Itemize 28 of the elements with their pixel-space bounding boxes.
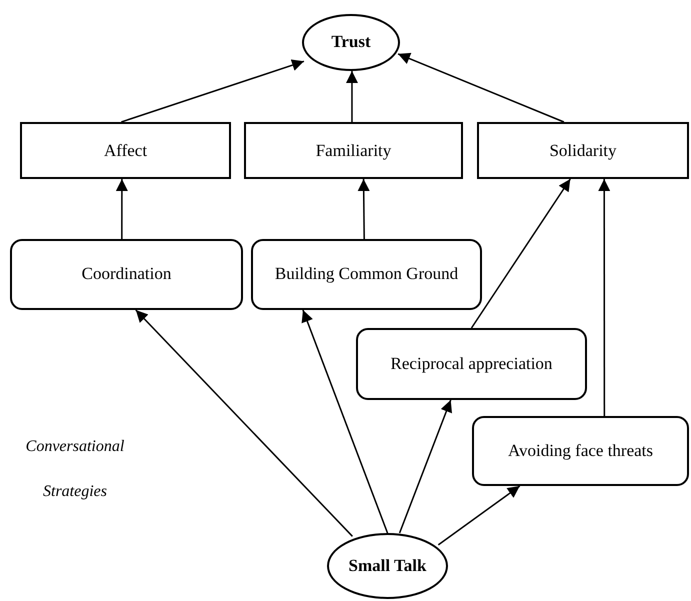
- arrow: [121, 59, 304, 123]
- arrow: [116, 179, 128, 239]
- arrow: [135, 309, 353, 537]
- node-label: Reciprocal appreciation: [390, 352, 552, 375]
- node-label: Affect: [104, 140, 148, 162]
- arrow: [598, 179, 610, 416]
- arrow: [302, 310, 388, 534]
- arrow: [398, 400, 452, 534]
- node-label: Solidarity: [549, 140, 617, 162]
- node-label: Avoiding face threats: [508, 440, 654, 462]
- arrow: [438, 485, 520, 546]
- arrow: [346, 71, 358, 122]
- node-label: Small Talk: [348, 556, 426, 576]
- strategy-box: [472, 416, 689, 486]
- arrow: [398, 52, 564, 123]
- process-box: [477, 122, 689, 179]
- node-label: Coordination: [82, 263, 172, 286]
- strategy-box: [356, 328, 587, 400]
- strategy-box: [251, 239, 482, 310]
- arrow: [470, 178, 571, 328]
- process-box: [20, 122, 231, 179]
- node-label: Building Common Ground: [274, 263, 458, 286]
- arrow: [358, 179, 370, 239]
- process-box: [244, 122, 463, 179]
- group-label: Conversational Strategies: [24, 437, 126, 502]
- strategy-box: [10, 239, 243, 310]
- node-label: Trust: [331, 32, 371, 53]
- node-label: Familiarity: [316, 140, 392, 162]
